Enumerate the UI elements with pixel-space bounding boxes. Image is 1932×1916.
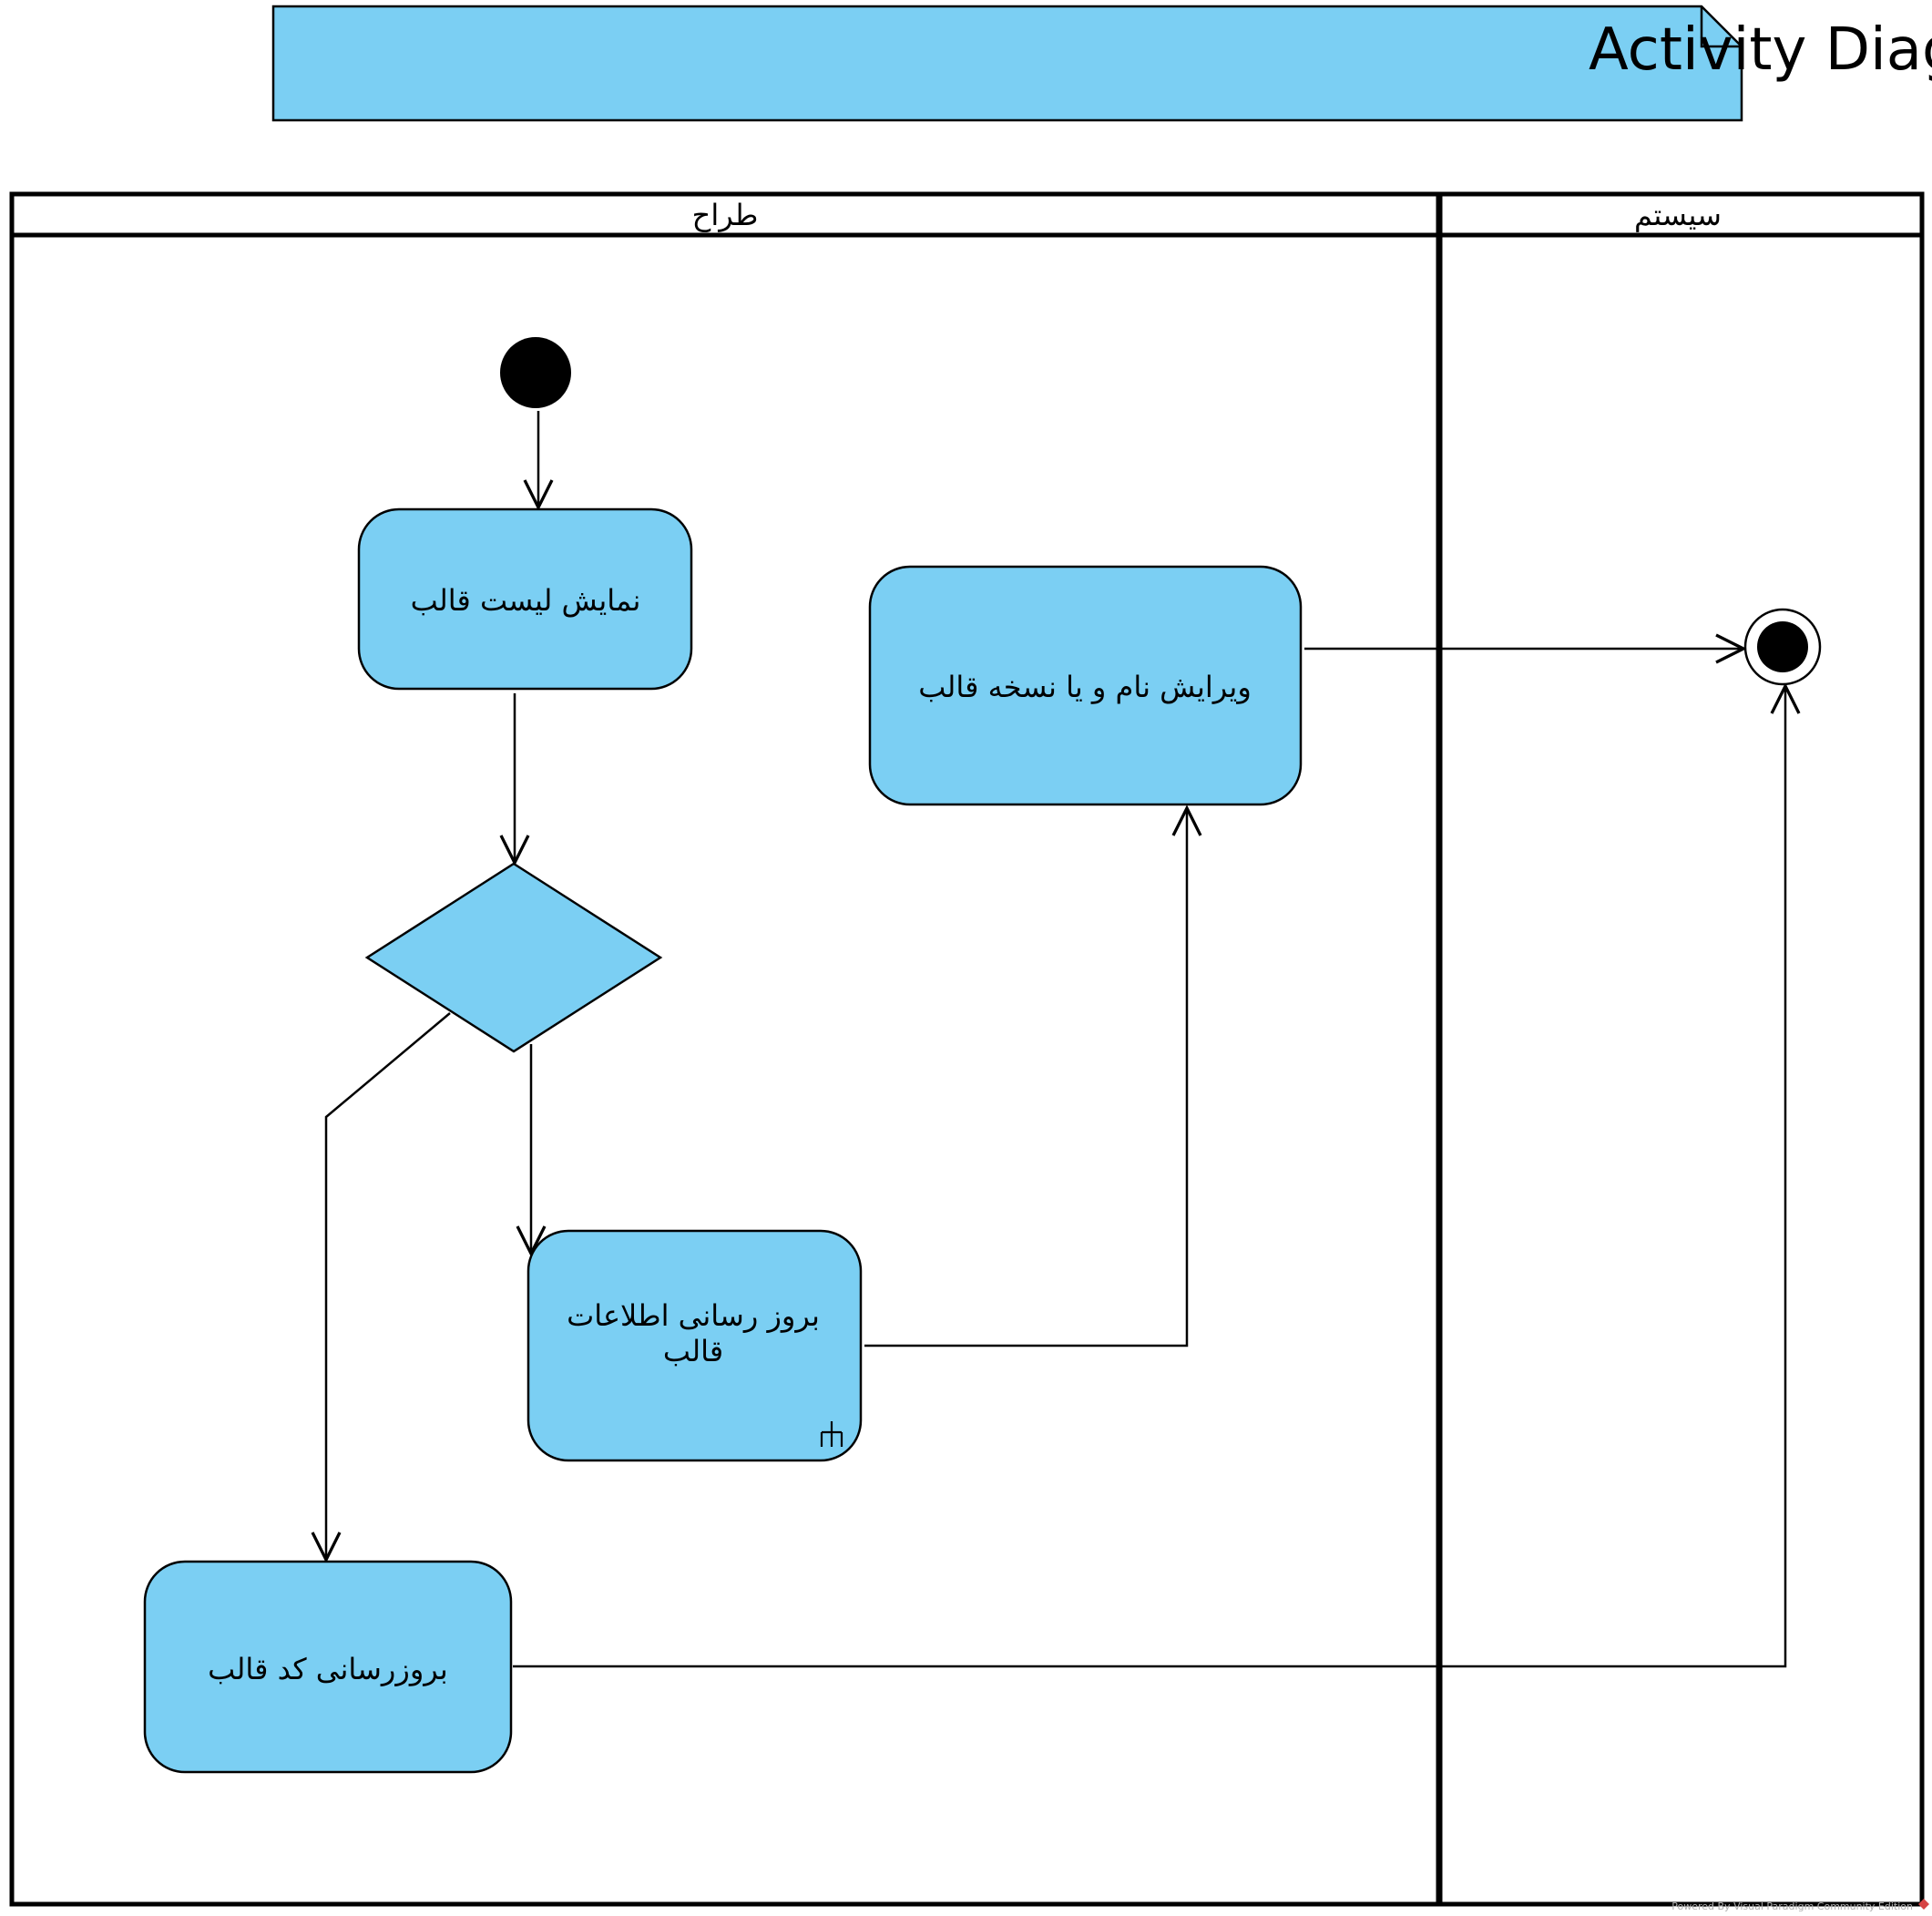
swimlane-container — [9, 191, 1925, 1907]
action-show-template-list: نمایش لیست قالب — [357, 507, 693, 691]
lane-header-designer: طراح — [692, 198, 759, 232]
flow-update-info-to-edit — [864, 808, 1187, 1347]
action-update-template-info: بروز رسانی اطلاعات قالب — [526, 1229, 863, 1462]
action-label: نمایش لیست قالب — [411, 583, 641, 618]
title-note: بروزرسانی اطلاعات و کد قالب Activity Dia… — [271, 5, 1932, 122]
diagram-title: بروزرسانی اطلاعات و کد قالب Activity Dia… — [1589, 16, 1932, 84]
watermark-text: Powered By Visual Paradigm Community Edi… — [1671, 1901, 1913, 1912]
action-label: بروزرسانی کد قالب — [208, 1652, 448, 1686]
action-label: ویرایش نام و یا نسخه قالب — [918, 670, 1252, 704]
final-node — [1743, 608, 1822, 686]
action-edit-name-or-version: ویرایش نام و یا نسخه قالب — [868, 565, 1303, 806]
action-label-line-2: قالب — [663, 1334, 723, 1368]
flow-update-code-to-final — [513, 686, 1785, 1668]
initial-node — [500, 337, 571, 408]
flow-decision-to-update-code — [326, 1012, 451, 1560]
lane-header-system: سیستم — [1634, 198, 1722, 232]
action-update-template-code: بروزرسانی کد قالب — [143, 1560, 513, 1774]
action-label-line-1: بروز رسانی اطلاعات — [567, 1298, 820, 1333]
decision-node — [364, 862, 663, 1053]
rake-icon — [820, 1421, 843, 1447]
watermark-logo-icon — [1918, 1899, 1929, 1910]
